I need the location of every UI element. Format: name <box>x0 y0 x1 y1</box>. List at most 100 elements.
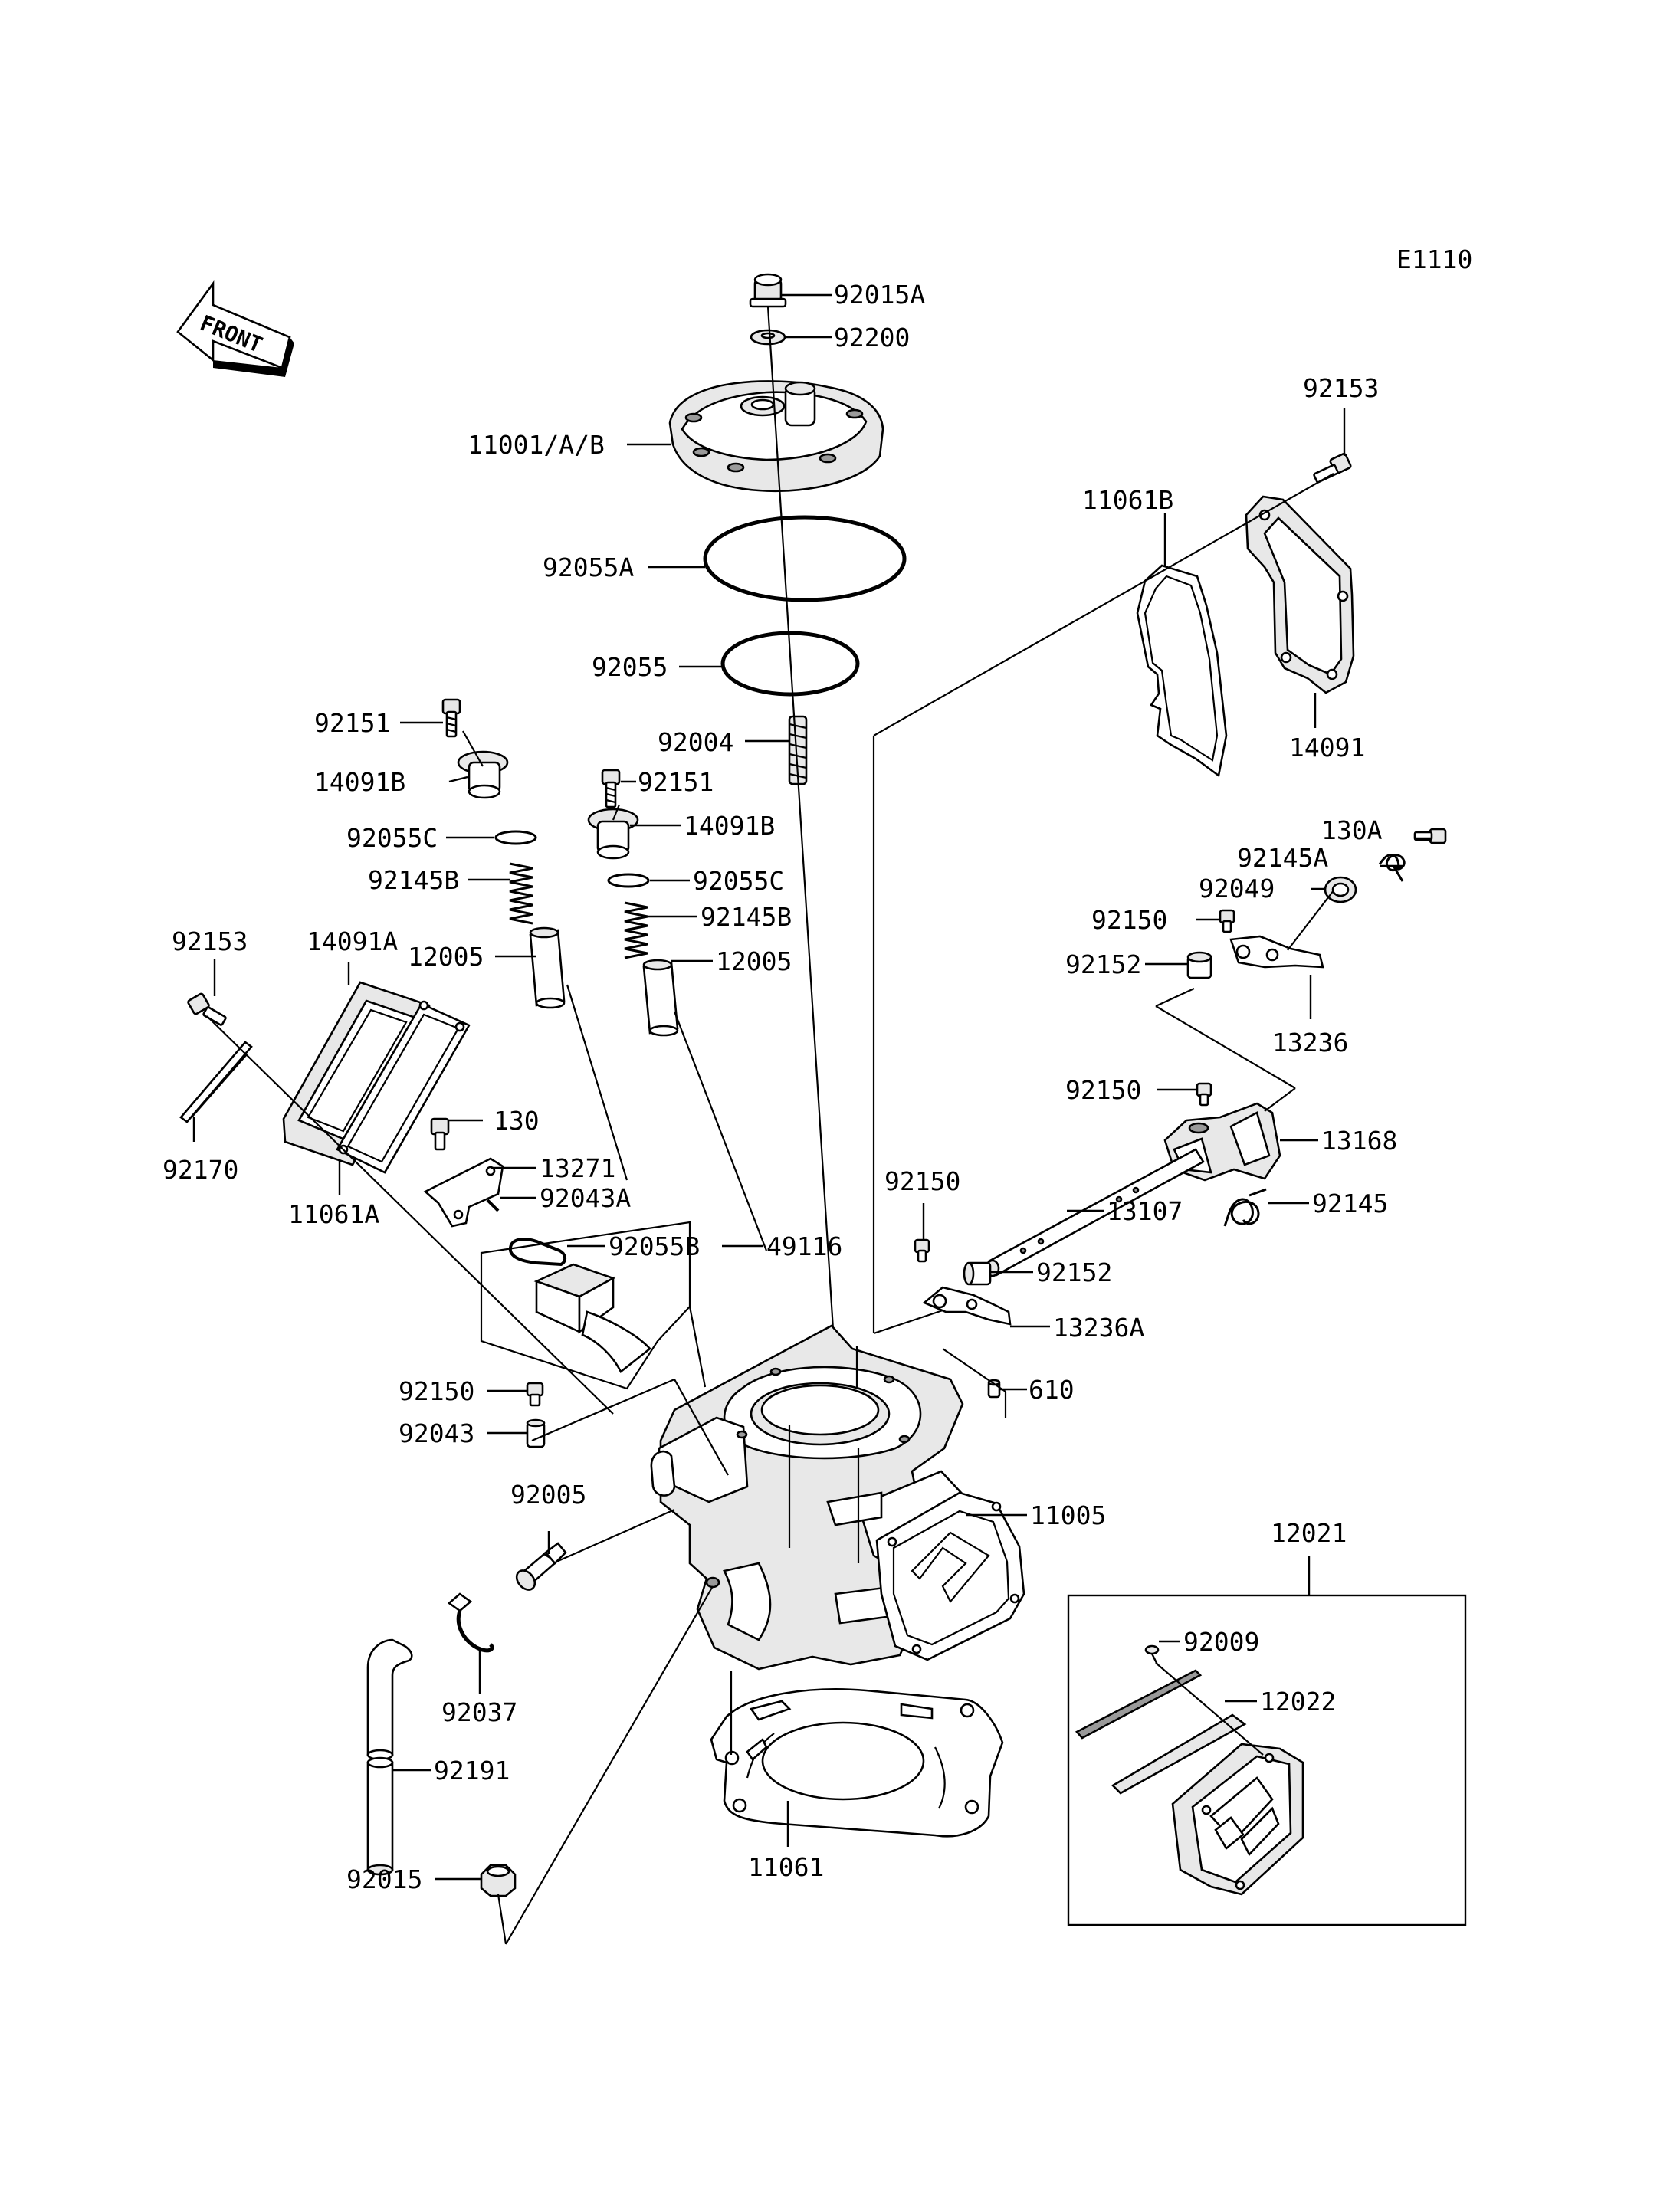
exhaust-valve-part <box>529 926 566 1009</box>
label-12005-center: 12005 <box>716 946 792 976</box>
label-11061B: 11061B <box>1082 485 1173 515</box>
bolt-part <box>1196 1082 1212 1107</box>
cover-part <box>1245 495 1355 694</box>
label-92152-a: 92152 <box>1065 949 1141 979</box>
reed-valve-box <box>1067 1594 1467 1926</box>
oil-seal-part <box>1324 876 1357 903</box>
label-92150-b: 92150 <box>1065 1075 1141 1105</box>
reed-valve-assembly-part <box>1171 1743 1304 1896</box>
label-92055B: 92055B <box>609 1231 700 1261</box>
base-gasket-part <box>710 1688 1004 1838</box>
bolt-part <box>1413 828 1447 844</box>
clamp-part <box>447 1592 494 1653</box>
gasket-part <box>1136 564 1228 778</box>
label-13271: 13271 <box>540 1153 615 1183</box>
head-centerline <box>766 306 841 1426</box>
label-11005: 11005 <box>1030 1500 1106 1530</box>
lever-part <box>922 1286 1012 1326</box>
dowel-pin-part <box>987 1379 1001 1399</box>
gasket-part <box>336 1000 471 1174</box>
label-11061: 11061 <box>748 1852 824 1882</box>
label-92145A: 92145A <box>1237 843 1328 873</box>
valve-holder-part <box>587 808 639 860</box>
pin-part <box>526 1418 546 1448</box>
label-92009: 92009 <box>1183 1627 1259 1657</box>
spring-part <box>624 901 648 959</box>
label-92191: 92191 <box>434 1756 510 1785</box>
label-92145B-center: 92145B <box>701 902 792 932</box>
label-92037: 92037 <box>441 1697 517 1727</box>
label-130: 130 <box>494 1106 540 1136</box>
label-92043: 92043 <box>399 1418 474 1448</box>
part-labels: 92015A 92200 11001/A/B 92055A 92055 9200… <box>162 280 1397 1894</box>
bolt-part <box>1313 452 1352 484</box>
reed-part <box>1111 1713 1247 1795</box>
label-14091B-left: 14091B <box>314 767 405 797</box>
label-92055A: 92055A <box>543 553 634 582</box>
spring-part <box>509 862 533 925</box>
label-92151-center: 92151 <box>638 767 714 797</box>
bolt-part <box>526 1382 544 1407</box>
label-12022: 12022 <box>1260 1687 1336 1717</box>
pin-part <box>486 1199 500 1212</box>
collar-part <box>1186 951 1212 979</box>
label-92150-d: 92150 <box>399 1376 474 1406</box>
label-13168: 13168 <box>1321 1126 1397 1156</box>
washer-part <box>750 329 786 346</box>
valve-holder-part <box>457 750 509 799</box>
label-92170: 92170 <box>162 1155 238 1185</box>
head-o-ring-large-part <box>703 515 907 602</box>
assembly-lines <box>206 473 1334 1945</box>
o-ring-part <box>494 830 537 845</box>
label-92153-left: 92153 <box>172 926 248 956</box>
label-11061A: 11061A <box>288 1199 379 1229</box>
label-610: 610 <box>1029 1375 1075 1405</box>
valve-assembly-part <box>508 1238 651 1374</box>
label-92150-a: 92150 <box>1091 905 1167 935</box>
reed-stopper-part <box>1075 1669 1203 1740</box>
label-49116: 49116 <box>766 1231 842 1261</box>
label-92005: 92005 <box>510 1480 586 1510</box>
lever-part <box>1229 890 1334 969</box>
label-92145: 92145 <box>1312 1189 1388 1218</box>
label-92049: 92049 <box>1199 874 1275 903</box>
label-92055C-center: 92055C <box>693 866 784 896</box>
label-130A: 130A <box>1321 815 1383 845</box>
bolt-part <box>1219 909 1235 933</box>
bolt-part <box>430 1117 450 1151</box>
label-11001-A-B: 11001/A/B <box>468 430 605 460</box>
label-92055: 92055 <box>592 652 668 682</box>
spring-part <box>1378 854 1406 882</box>
label-92055C-left: 92055C <box>346 823 438 853</box>
bolt-part <box>914 1238 930 1263</box>
leader-lines <box>192 293 1432 1881</box>
bolt-part <box>441 698 461 738</box>
spring-part <box>1223 1188 1267 1227</box>
diagram-code: E1110 <box>1396 244 1472 274</box>
exhaust-flange-gasket-part <box>875 1491 1025 1661</box>
label-14091A: 14091A <box>307 926 398 956</box>
bolt-part <box>601 769 621 808</box>
fitting-part <box>515 1542 567 1591</box>
label-13107: 13107 <box>1107 1196 1183 1226</box>
label-92043A: 92043A <box>540 1183 631 1213</box>
gasket-strip-part <box>179 1041 253 1123</box>
screw-part <box>1144 1644 1160 1665</box>
label-92152-b: 92152 <box>1036 1258 1112 1287</box>
front-arrow-icon: FRONT <box>176 280 294 377</box>
label-92004: 92004 <box>658 727 733 757</box>
bracket-part <box>423 1157 504 1228</box>
label-12005-left: 12005 <box>408 942 484 972</box>
head-cap-nut-part <box>749 273 787 308</box>
label-92015A: 92015A <box>834 280 925 310</box>
label-14091: 14091 <box>1289 733 1365 762</box>
label-92200: 92200 <box>834 323 910 353</box>
label-92145B-left: 92145B <box>368 865 459 895</box>
label-92151-left: 92151 <box>314 708 390 738</box>
label-13236: 13236 <box>1272 1028 1348 1058</box>
exhaust-valve-part <box>642 959 679 1037</box>
label-92015: 92015 <box>346 1864 422 1894</box>
head-o-ring-small-part <box>720 631 860 697</box>
o-ring-part <box>607 873 650 888</box>
